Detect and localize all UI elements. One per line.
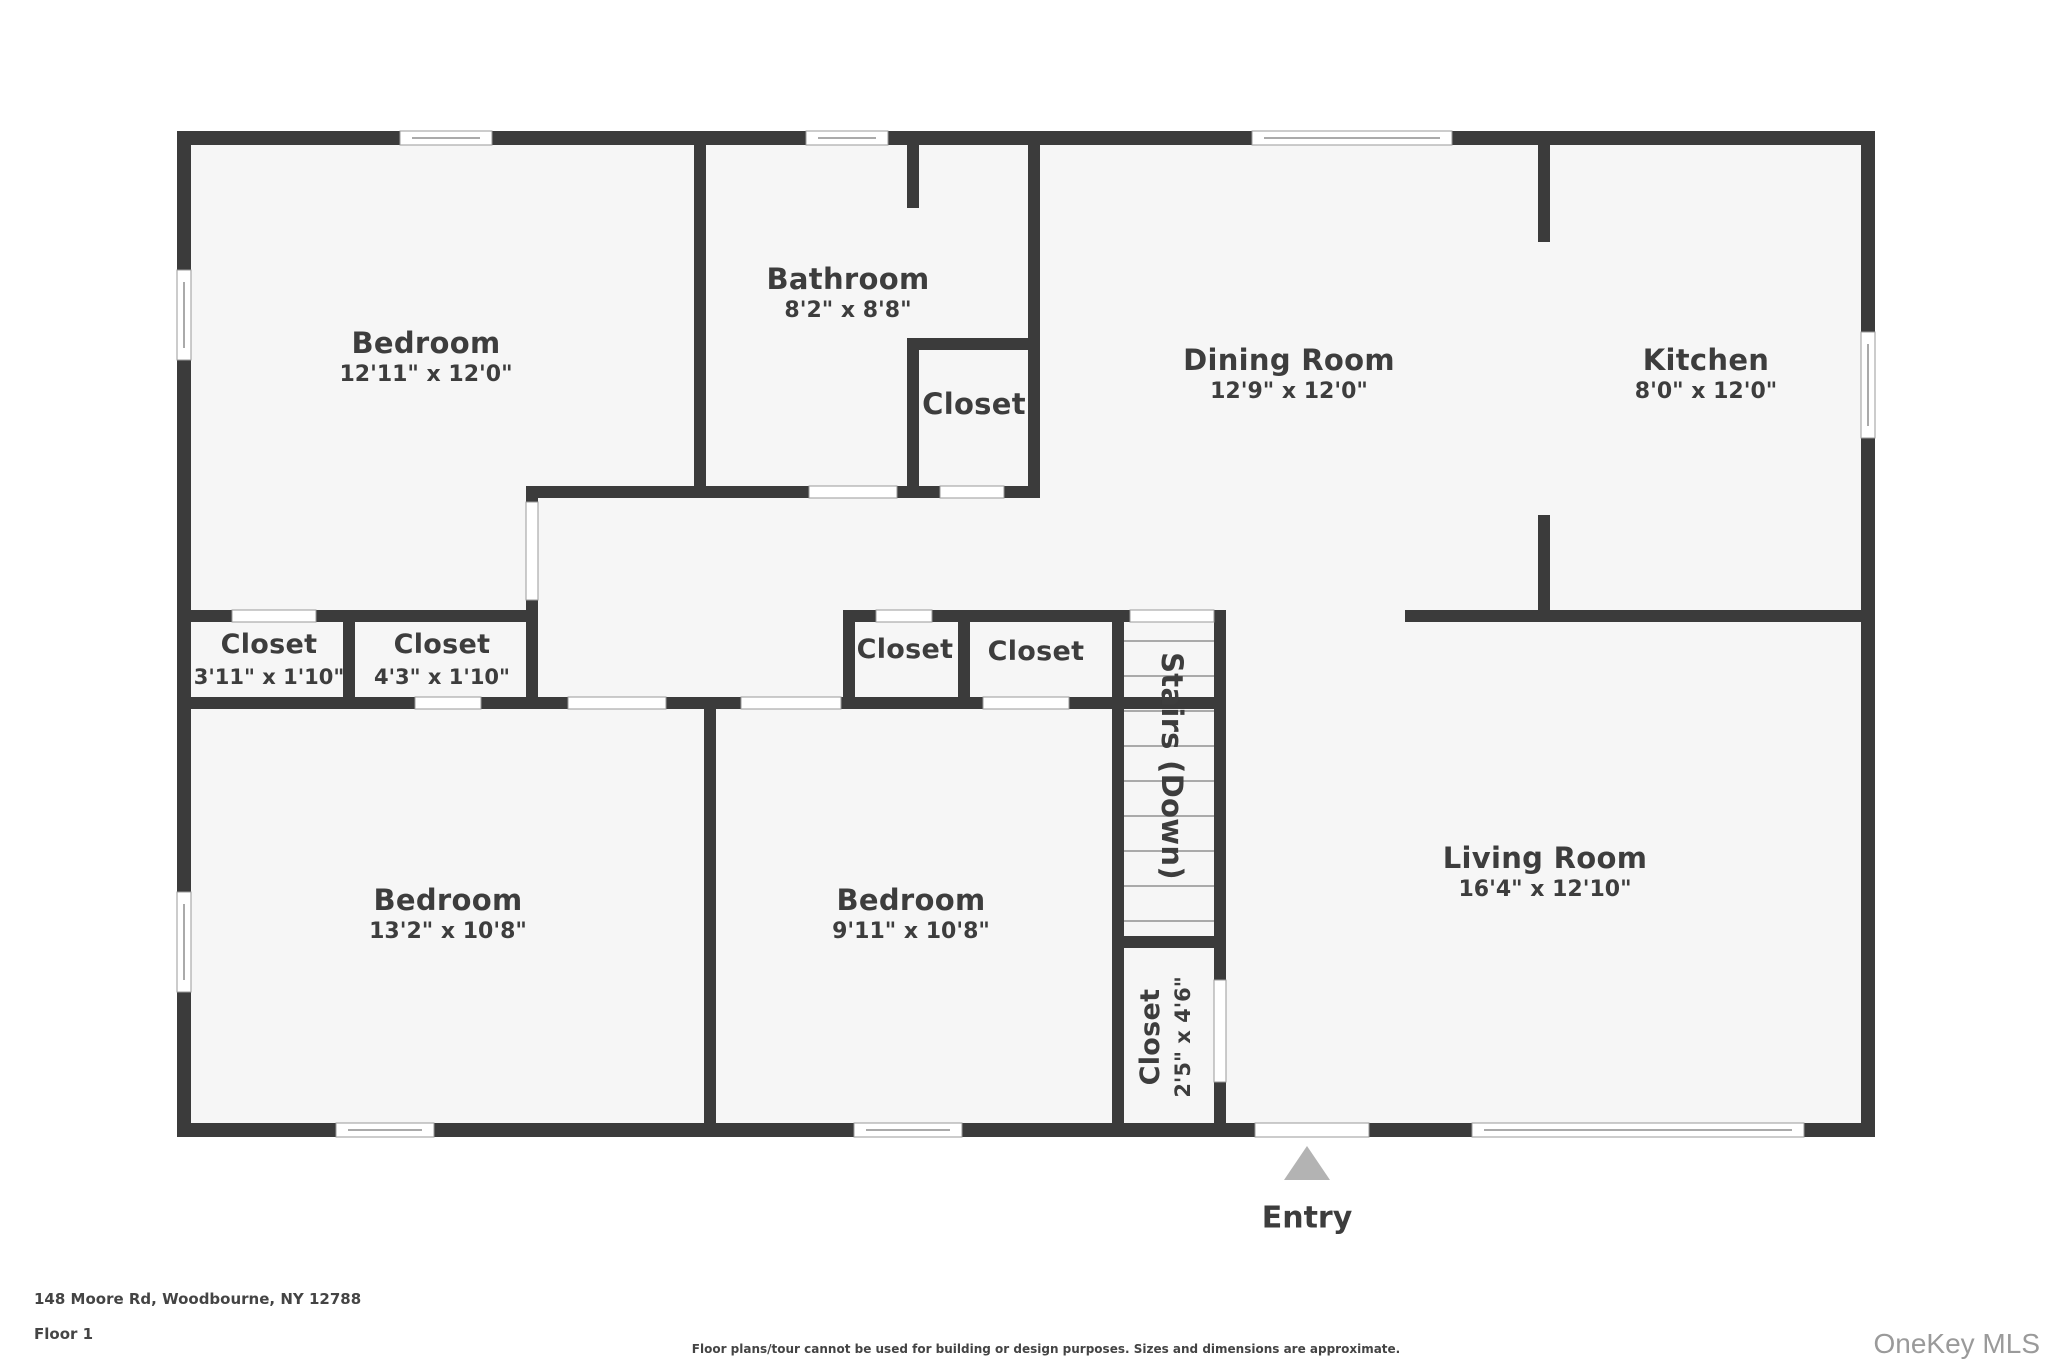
disclaimer: Floor plans/tour cannot be used for buil… bbox=[691, 1342, 1401, 1356]
floor-label: Floor 1 bbox=[34, 1325, 94, 1343]
room-label-closet-d: Closet bbox=[988, 634, 1085, 670]
stairs-treads bbox=[1124, 640, 1214, 922]
brand-watermark: OneKey MLS bbox=[1873, 1328, 2040, 1359]
room-label-stairs: Stairs (Down) bbox=[1154, 652, 1190, 880]
room-name: Closet bbox=[220, 629, 318, 660]
window-panes bbox=[183, 137, 1869, 1131]
room-label-closet-c: Closet bbox=[857, 632, 954, 668]
room-label-bedroom-1: Bedroom 12'11" x 12'0" bbox=[339, 325, 512, 389]
room-label-dining-room: Dining Room 12'9" x 12'0" bbox=[1183, 342, 1395, 406]
room-label-closet-e: Closet 2'5" x 4'6" bbox=[1133, 976, 1197, 1097]
room-dims: 2'5" x 4'6" bbox=[1171, 976, 1195, 1098]
room-name: Living Room bbox=[1442, 841, 1648, 875]
room-name: Closet bbox=[1135, 988, 1166, 1086]
room-dims: 3'11" x 1'10" bbox=[193, 665, 345, 689]
room-label-bedroom-3: Bedroom 9'11" x 10'8" bbox=[832, 882, 990, 946]
room-dims: 8'0" x 12'0" bbox=[1634, 379, 1778, 404]
room-name: Stairs (Down) bbox=[1155, 652, 1189, 880]
room-label-living-room: Living Room 16'4" x 12'10" bbox=[1443, 840, 1647, 904]
room-name: Bathroom bbox=[766, 262, 930, 296]
room-name: Dining Room bbox=[1183, 343, 1395, 377]
entry-arrow-icon bbox=[1284, 1146, 1330, 1180]
room-dims: 16'4" x 12'10" bbox=[1458, 877, 1632, 902]
room-name: Bedroom bbox=[836, 883, 986, 917]
room-label-bath-closet: Closet bbox=[922, 386, 1026, 422]
room-label-closet-a: Closet 3'11" x 1'10" bbox=[194, 627, 345, 691]
entry-label: Entry bbox=[1261, 1200, 1353, 1236]
room-name: Bedroom bbox=[373, 883, 523, 917]
room-label-bathroom: Bathroom 8'2" x 8'8" bbox=[767, 261, 930, 325]
room-name: Bedroom bbox=[351, 326, 501, 360]
room-name: Closet bbox=[856, 634, 954, 665]
room-dims: 12'9" x 12'0" bbox=[1210, 379, 1368, 404]
room-dims: 4'3" x 1'10" bbox=[374, 665, 510, 689]
property-address: 148 Moore Rd, Woodbourne, NY 12788 bbox=[34, 1290, 362, 1308]
room-dims: 9'11" x 10'8" bbox=[832, 919, 990, 944]
room-dims: 12'11" x 12'0" bbox=[339, 362, 513, 387]
room-label-kitchen: Kitchen 8'0" x 12'0" bbox=[1635, 342, 1777, 406]
room-dims: 8'2" x 8'8" bbox=[784, 298, 912, 323]
room-name: Closet bbox=[922, 387, 1026, 421]
room-name: Kitchen bbox=[1642, 343, 1770, 377]
floor-fill bbox=[184, 138, 1868, 1130]
room-name: Closet bbox=[987, 636, 1085, 667]
room-dims: 13'2" x 10'8" bbox=[369, 919, 527, 944]
room-label-bedroom-2: Bedroom 13'2" x 10'8" bbox=[369, 882, 527, 946]
room-name: Closet bbox=[393, 629, 491, 660]
room-label-closet-b: Closet 4'3" x 1'10" bbox=[374, 627, 510, 691]
